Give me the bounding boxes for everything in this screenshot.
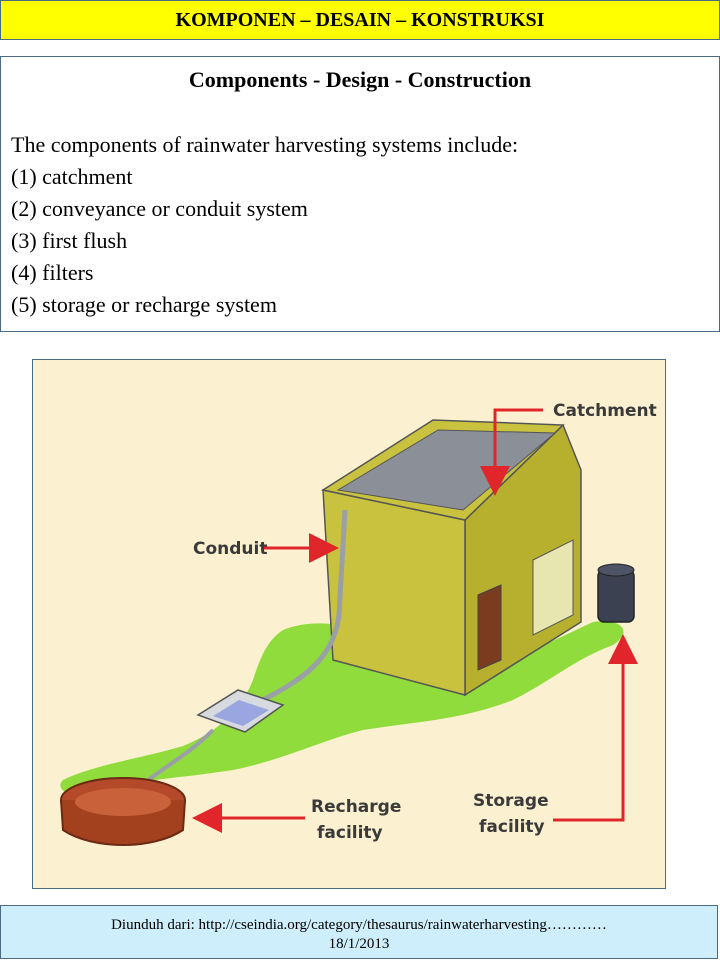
catchment-arrow	[480, 408, 543, 496]
component-list: The components of rainwater harvesting s…	[11, 129, 518, 321]
list-item: (2) conveyance or conduit system	[11, 196, 308, 221]
storage-arrow	[553, 634, 638, 822]
source-date: 18/1/2013	[328, 936, 390, 952]
source-line: Diunduh dari: http://cseindia.org/catego…	[111, 917, 607, 933]
slide-title: KOMPONEN – DESAIN – KONSTRUKSI	[175, 8, 545, 31]
conduit-label: Conduit	[193, 539, 267, 559]
recharge-label-line2: facility	[317, 823, 383, 843]
rainwater-harvesting-illustration: Catchment Conduit Recharge facility Stor…	[32, 359, 666, 889]
list-item: (1) catchment	[11, 164, 133, 189]
list-item: (5) storage or recharge system	[11, 292, 277, 317]
first-flush-water	[213, 700, 269, 726]
recharge-label-line1: Recharge	[311, 797, 401, 817]
storage-tank	[597, 569, 635, 623]
storage-label-line2: facility	[479, 817, 545, 837]
conduit-pipe	[251, 509, 348, 708]
source-footer: Diunduh dari: http://cseindia.org/catego…	[0, 905, 718, 959]
content-text-box: Components - Design - Construction The c…	[0, 56, 720, 332]
intro-text: The components of rainwater harvesting s…	[11, 132, 519, 157]
house-door	[477, 584, 502, 671]
roof-inner	[336, 429, 557, 511]
storage-label-line1: Storage	[473, 791, 549, 811]
slide-title-bar: KOMPONEN – DESAIN – KONSTRUKSI	[0, 0, 720, 40]
catchment-label: Catchment	[553, 401, 657, 421]
recharge-pipe	[146, 728, 215, 782]
list-item: (3) first flush	[11, 228, 128, 253]
list-item: (4) filters	[11, 260, 94, 285]
content-heading: Components - Design - Construction	[188, 67, 532, 92]
house-window	[532, 539, 574, 636]
illustration-svg: Catchment Conduit Recharge facility Stor…	[60, 401, 657, 846]
